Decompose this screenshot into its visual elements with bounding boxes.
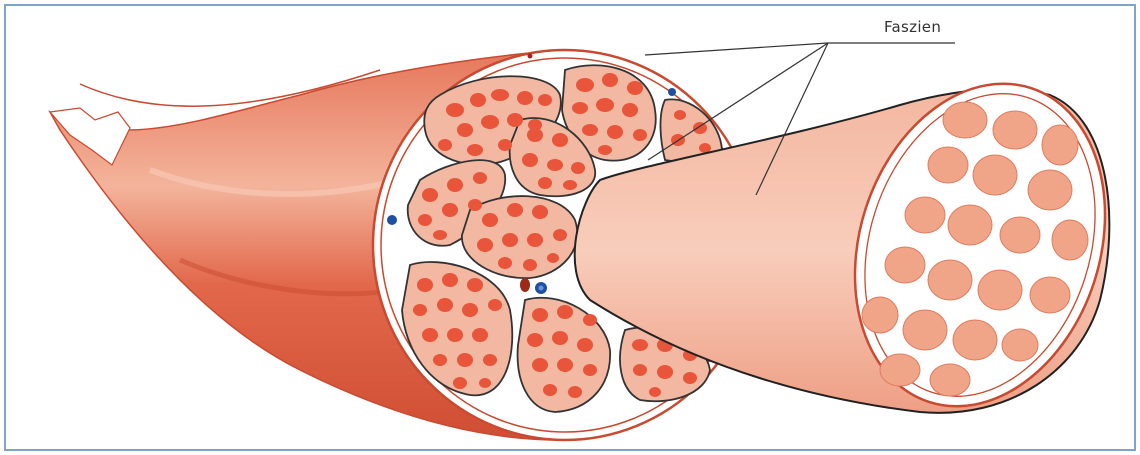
vessel-blue-1	[387, 215, 397, 225]
vessel-red-2	[528, 54, 533, 59]
fascia-label: Faszien	[884, 18, 941, 36]
vessel-red-1	[520, 278, 530, 292]
vessel-blue-3	[668, 88, 676, 96]
